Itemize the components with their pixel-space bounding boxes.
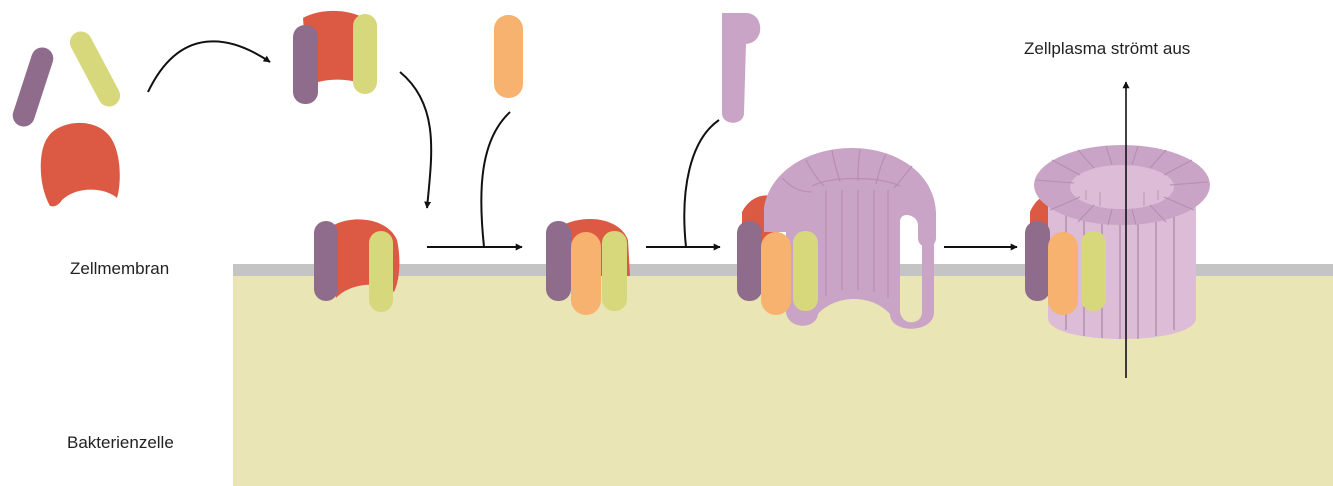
arrow-trimer-to-membrane [400,72,431,208]
stage3-orange-subunit [761,232,791,315]
pore-top-opening [1070,165,1174,209]
arrow-orange-joins [481,112,510,247]
assembled-trimer-group [293,11,377,104]
stage2-yellow-subunit [602,231,627,311]
free-purple-subunit [10,45,56,130]
free-proteins-group [10,28,124,207]
free-orange-subunit [494,15,523,98]
free-pore-monomer [722,13,760,123]
free-yellow-subunit [66,28,124,111]
stage2-purple-subunit [546,221,571,301]
bacterial-cell-label: Bakterienzelle [67,433,174,453]
arrow-free-to-trimer [148,41,270,92]
stage4-purple-subunit [1025,221,1050,301]
stage1-yellow-subunit [369,231,393,312]
trimer-purple-subunit [293,25,318,104]
stage4-orange-subunit [1048,232,1078,315]
membrane-label: Zellmembran [70,259,169,279]
stage3-purple-subunit [737,221,762,301]
stage4-yellow-subunit [1081,231,1106,311]
stage3-yellow-subunit [793,231,818,311]
stage2-orange-subunit [571,232,601,315]
membrane-tetramer-stage [546,219,630,315]
arrow-monomer-joins [684,120,719,247]
efflux-label: Zellplasma strömt aus [1024,39,1190,59]
free-red-subunit [41,123,120,207]
trimer-yellow-subunit [353,14,377,94]
stage1-purple-subunit [314,221,338,301]
